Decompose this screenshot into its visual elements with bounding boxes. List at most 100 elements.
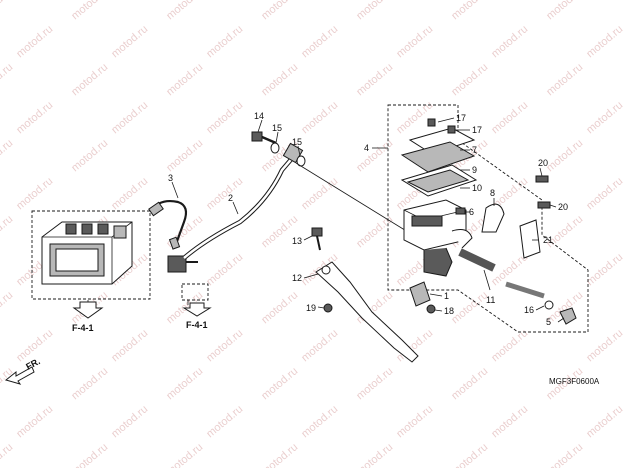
watermark-text: motod.ru — [584, 23, 625, 60]
watermark-text: motod.ru — [204, 175, 245, 212]
ref-arrow-left — [72, 301, 104, 319]
hose-joint-dashed-box — [181, 283, 209, 301]
watermark-text: motod.ru — [109, 175, 150, 212]
watermark-text: motod.ru — [299, 23, 340, 60]
spring-11 — [458, 248, 496, 272]
watermark-text: motod.ru — [299, 99, 340, 136]
hose-joint-block — [167, 255, 187, 273]
callout-19: 19 — [306, 303, 316, 313]
watermark-text: motod.ru — [109, 403, 150, 440]
pivot-bolt-5 — [559, 307, 577, 325]
watermark-text: motod.ru — [584, 251, 625, 288]
callout-1: 1 — [444, 291, 449, 301]
callout-16: 16 — [524, 305, 534, 315]
brake-pipe-lower-nut — [168, 236, 181, 250]
watermark-text: motod.ru — [0, 365, 15, 402]
watermark-text: motod.ru — [14, 403, 55, 440]
screw-13-shank — [316, 235, 321, 251]
watermark-text: motod.ru — [204, 23, 245, 60]
callout-8: 8 — [490, 188, 495, 198]
sealing-washer-left — [270, 142, 280, 154]
watermark-text: motod.ru — [449, 441, 490, 468]
watermark-text: motod.ru — [354, 0, 395, 22]
brake-hose-outer — [182, 154, 296, 260]
watermark-text: motod.ru — [164, 61, 205, 98]
abs-port-1 — [65, 223, 77, 235]
watermark-text: motod.ru — [69, 61, 110, 98]
watermark-text: motod.ru — [489, 403, 530, 440]
abs-modulator-panel-inner — [55, 248, 99, 272]
nut-19 — [323, 303, 333, 313]
watermark-text: motod.ru — [489, 327, 530, 364]
callout-17-lower: 17 — [472, 125, 482, 135]
callout-4: 4 — [364, 143, 369, 153]
washer-16 — [544, 300, 554, 310]
watermark-text: motod.ru — [204, 251, 245, 288]
watermark-text: motod.ru — [299, 403, 340, 440]
callout-11: 11 — [486, 295, 495, 305]
watermark-text: motod.ru — [489, 99, 530, 136]
diaphragm-inner — [406, 169, 470, 193]
watermark-text: motod.ru — [259, 61, 300, 98]
leader-lines — [171, 117, 565, 323]
bolt-20-upper — [535, 175, 549, 183]
reference-label-left: F-4-1 — [72, 323, 94, 333]
watermark-text: motod.ru — [394, 403, 435, 440]
watermark-text: motod.ru — [449, 289, 490, 326]
watermark-text: motod.ru — [0, 61, 15, 98]
watermark-text: motod.ru — [69, 137, 110, 174]
watermark-text: motod.ru — [354, 61, 395, 98]
callout-7: 7 — [472, 145, 477, 155]
watermark-text: motod.ru — [204, 403, 245, 440]
watermark-text: motod.ru — [489, 23, 530, 60]
watermark-text: motod.ru — [259, 365, 300, 402]
watermark-text: motod.ru — [164, 365, 205, 402]
master-cylinder-mount — [423, 247, 453, 277]
piston-rod — [505, 281, 545, 299]
screw-13 — [311, 227, 323, 237]
bolt-20-lower — [537, 201, 551, 209]
callout-9: 9 — [472, 165, 477, 175]
holder-21 — [519, 219, 541, 259]
watermark-text: motod.ru — [394, 23, 435, 60]
banjo-bolt-shank — [261, 135, 277, 145]
watermark-text: motod.ru — [204, 99, 245, 136]
watermark-text: motod.ru — [354, 213, 395, 250]
abs-modulator-group — [31, 210, 151, 319]
ref-arrow-right — [182, 302, 212, 317]
watermark-text: motod.ru — [109, 99, 150, 136]
watermark-text: motod.ru — [164, 0, 205, 22]
brake-pipe-nut — [148, 201, 164, 217]
brake-hose-inner — [183, 155, 295, 259]
screw-17-left — [427, 118, 436, 127]
watermark-text: motod.ru — [259, 0, 300, 22]
watermark-text: motod.ru — [69, 441, 110, 468]
callout-6: 6 — [469, 207, 474, 217]
watermark-text: motod.ru — [544, 61, 585, 98]
reservoir-plate — [400, 141, 476, 173]
callout-2: 2 — [228, 193, 233, 203]
lever-pivot-hole — [321, 265, 331, 275]
diagram-code: MGF3F0600A — [549, 377, 600, 386]
watermark-text: motod.ru — [449, 365, 490, 402]
watermark-text: motod.ru — [0, 289, 15, 326]
watermark-text: motod.ru — [354, 365, 395, 402]
watermark-text: motod.ru — [109, 327, 150, 364]
callout-20-lower: 20 — [558, 202, 568, 212]
watermark-text: motod.ru — [259, 441, 300, 468]
holder-8 — [481, 203, 505, 233]
watermark-text: motod.ru — [69, 0, 110, 22]
watermark-text: motod.ru — [164, 137, 205, 174]
callout-3: 3 — [168, 173, 173, 183]
watermark-text: motod.ru — [164, 441, 205, 468]
master-cylinder-group — [387, 104, 589, 333]
banjo-bolts-group — [251, 131, 409, 233]
callout-13: 13 — [292, 236, 302, 246]
front-arrow-icon — [4, 366, 35, 385]
callout-12: 12 — [292, 273, 302, 283]
banjo-bolt-head — [251, 131, 263, 142]
brake-switch-1 — [409, 281, 431, 307]
callout-10: 10 — [472, 183, 482, 193]
watermark-text: motod.ru — [449, 61, 490, 98]
callout-15-left: 15 — [272, 123, 282, 133]
